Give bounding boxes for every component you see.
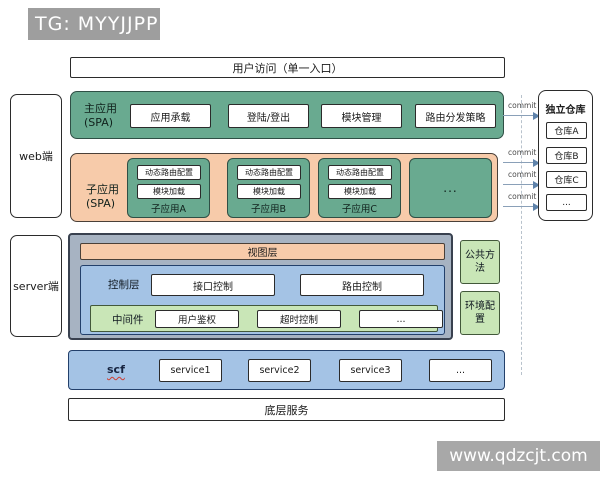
commit-arrow: commit — [503, 101, 543, 121]
main-app-title-line1: 主应用 — [84, 102, 117, 115]
env-config-box: 环境配置 — [460, 291, 500, 335]
common-methods-box: 公共方法 — [460, 240, 500, 284]
arrow-right-icon — [533, 202, 540, 211]
commit-label: commit — [508, 101, 537, 110]
repo-item: 仓库A — [546, 122, 587, 139]
view-layer-bar: 视图层 — [80, 243, 445, 260]
commit-arrow: commit — [503, 170, 543, 190]
server-container: 视图层 控制层 接口控制 路由控制 中间件 用户鉴权 超时控制 ... — [68, 233, 453, 340]
sub-app-card-c: 动态路由配置 模块加载 子应用C — [318, 158, 401, 218]
service-box: service3 — [339, 359, 402, 382]
middleware-item: ... — [359, 310, 443, 328]
commit-arrow: commit — [503, 192, 543, 212]
main-app-title: 主应用 (SPA) — [84, 102, 117, 130]
sub-app-title: 子应用 (SPA) — [86, 183, 119, 211]
main-app-module: 登陆/登出 — [228, 104, 309, 128]
sub-app-feature: 模块加载 — [137, 184, 201, 199]
scf-container: scf service1 service2 service3 ... — [68, 350, 505, 390]
arrow-right-icon — [533, 180, 540, 189]
sub-app-feature: 模块加载 — [328, 184, 392, 199]
repo-item: 仓库C — [546, 171, 587, 188]
commit-label: commit — [508, 192, 537, 201]
sub-app-name: 子应用B — [250, 204, 287, 215]
sub-app-feature: 模块加载 — [237, 184, 301, 199]
dashed-guide-line — [521, 95, 522, 375]
sub-app-feature: 动态路由配置 — [137, 165, 201, 180]
base-services-bar: 底层服务 — [68, 398, 505, 421]
arrow-right-icon — [533, 158, 540, 167]
arrow-line — [503, 184, 534, 185]
sub-app-card-a: 动态路由配置 模块加载 子应用A — [127, 158, 210, 218]
arrow-line — [503, 206, 534, 207]
sub-app-feature: 动态路由配置 — [328, 165, 392, 180]
tg-badge: TG: MYYJJPP — [28, 8, 160, 40]
service-box: ... — [429, 359, 492, 382]
sub-app-title-line2: (SPA) — [86, 197, 116, 210]
control-layer-label: 控制层 — [108, 279, 140, 291]
user-access-bar: 用户访问（单一入口） — [70, 57, 505, 78]
sub-app-name: 子应用C — [341, 204, 378, 215]
sub-app-container: 子应用 (SPA) 动态路由配置 模块加载 子应用A 动态路由配置 模块加载 子… — [70, 153, 498, 222]
repo-item: ... — [546, 194, 587, 211]
main-app-container: 主应用 (SPA) 应用承载 登陆/登出 模块管理 路由分发策略 — [70, 91, 504, 139]
main-app-module: 模块管理 — [321, 104, 402, 128]
server-side-label: server端 — [10, 235, 62, 337]
control-item: 接口控制 — [151, 274, 275, 296]
arrow-line — [503, 115, 534, 116]
main-app-title-line2: (SPA) — [84, 116, 114, 129]
commit-arrow: commit — [503, 148, 543, 168]
main-app-module: 应用承载 — [130, 104, 211, 128]
middleware-bar: 中间件 用户鉴权 超时控制 ... — [90, 305, 443, 332]
sub-app-feature: 动态路由配置 — [237, 165, 301, 180]
control-item: 路由控制 — [300, 274, 424, 296]
arrow-right-icon — [533, 111, 540, 120]
repo-container: 独立仓库 仓库A 仓库B 仓库C ... — [538, 90, 593, 221]
control-layer-box: 控制层 接口控制 路由控制 中间件 用户鉴权 超时控制 ... — [80, 265, 445, 335]
main-app-module: 路由分发策略 — [415, 104, 496, 128]
commit-label: commit — [508, 148, 537, 157]
watermark: www.qdzcjt.com — [437, 441, 600, 471]
service-box: service2 — [248, 359, 311, 382]
repo-item: 仓库B — [546, 147, 587, 164]
sub-app-card-b: 动态路由配置 模块加载 子应用B — [227, 158, 310, 218]
middleware-item: 超时控制 — [257, 310, 341, 328]
web-side-label: web端 — [10, 94, 62, 218]
service-box: service1 — [159, 359, 222, 382]
middleware-label: 中间件 — [112, 314, 144, 326]
scf-label: scf — [107, 363, 125, 376]
middleware-item: 用户鉴权 — [155, 310, 239, 328]
commit-label: commit — [508, 170, 537, 179]
sub-app-name: 子应用A — [151, 204, 186, 215]
repo-title: 独立仓库 — [545, 105, 586, 116]
sub-app-title-line1: 子应用 — [86, 183, 119, 196]
sub-app-card-more: ... — [409, 158, 492, 218]
arrow-line — [503, 162, 534, 163]
